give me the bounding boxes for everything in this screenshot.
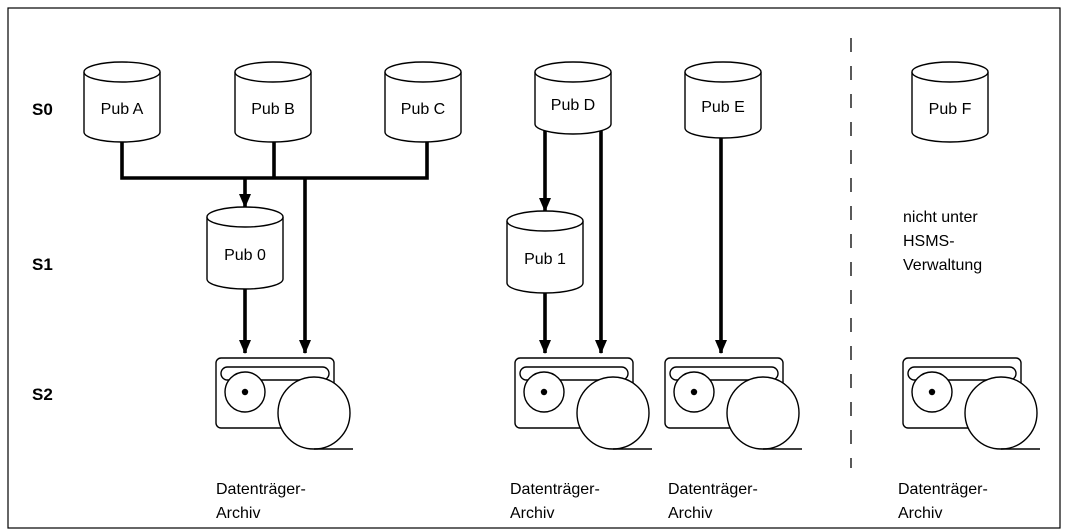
disk-pub-1: Pub 1	[506, 210, 584, 294]
disk-label: Pub E	[701, 99, 745, 116]
disk-label: Pub D	[551, 97, 595, 114]
figure-frame	[7, 7, 1061, 529]
disk-pub-b: Pub B	[234, 61, 312, 143]
disk-label: Pub F	[929, 101, 972, 118]
disk-pub-c: Pub C	[384, 61, 462, 143]
note-line-1: nicht unter	[903, 209, 978, 226]
archive-caption-1-line-1: Datenträger-	[216, 481, 306, 498]
level-label-s0: S0	[32, 100, 53, 119]
disk-label: Pub A	[101, 101, 144, 118]
note-line-3: Verwaltung	[903, 257, 982, 274]
tape-archive-icon	[664, 357, 802, 450]
archive-caption-4-line-2: Archiv	[898, 505, 942, 522]
archive-caption-1-line-2: Archiv	[216, 505, 260, 522]
archive-caption-3-line-1: Datenträger-	[668, 481, 758, 498]
disk-pub-a: Pub A	[83, 61, 161, 143]
disk-label: Pub 0	[224, 247, 266, 264]
archive-caption-4-line-1: Datenträger-	[898, 481, 988, 498]
disk-pub-d: Pub D	[534, 61, 612, 135]
tape-archive-icon	[902, 357, 1040, 450]
level-label-s1: S1	[32, 255, 53, 274]
archive-caption-3-line-2: Archiv	[668, 505, 712, 522]
level-label-s2: S2	[32, 385, 53, 404]
disk-pub-e: Pub E	[684, 61, 762, 139]
tape-archive-icon	[215, 357, 353, 450]
note-line-2: HSMS-	[903, 233, 955, 250]
disk-pub-0: Pub 0	[206, 206, 284, 290]
disk-pub-f: Pub F	[911, 61, 989, 143]
archive-caption-2-line-2: Archiv	[510, 505, 554, 522]
disk-label: Pub C	[401, 101, 445, 118]
disk-label: Pub 1	[524, 251, 566, 268]
tape-archive-icon	[514, 357, 652, 450]
disk-label: Pub B	[251, 101, 295, 118]
archive-caption-2-line-1: Datenträger-	[510, 481, 600, 498]
